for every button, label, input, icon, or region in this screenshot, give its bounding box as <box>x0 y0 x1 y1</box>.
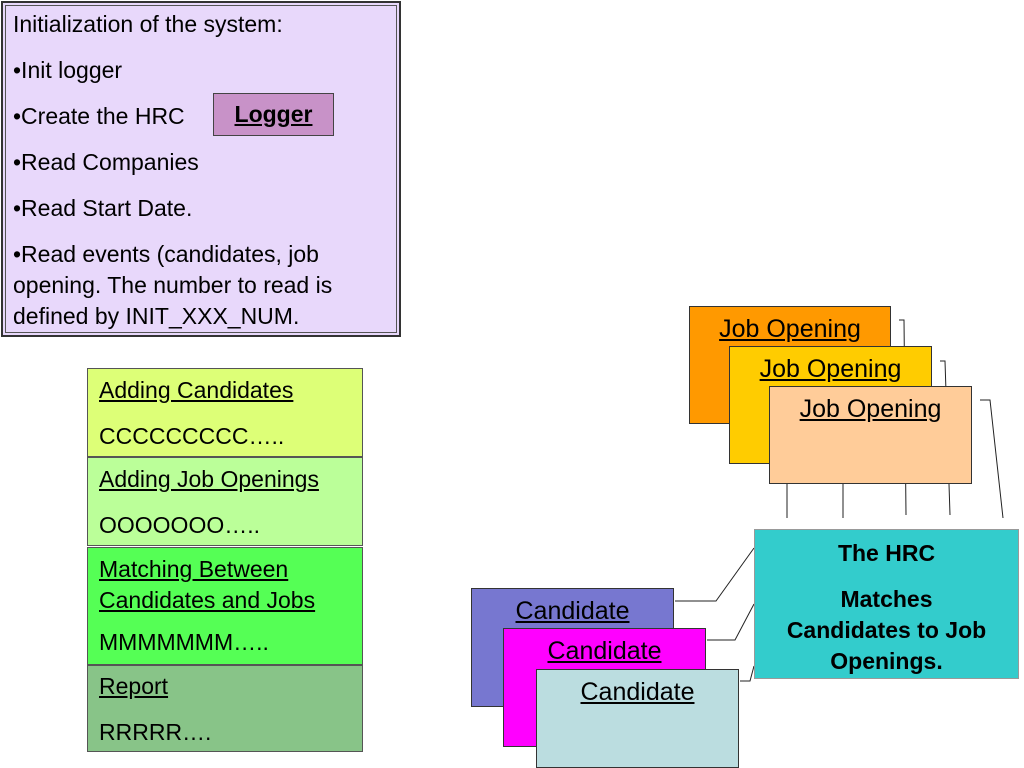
job-opening-label: Job Opening <box>799 395 942 423</box>
job-opening-label: Job Opening <box>719 315 861 343</box>
candidate-connector <box>675 547 755 602</box>
stage-adding-candidates: Adding Candidates CCCCCCCCC….. <box>87 368 363 457</box>
hrc-description-line2: Candidates to Job <box>786 617 987 643</box>
init-item-read-companies: •Read Companies <box>13 149 199 175</box>
job-opening-connector <box>980 399 1004 519</box>
hrc-box: The HRC Matches Candidates to Job Openin… <box>754 529 1019 679</box>
stage-title: Report <box>99 673 169 699</box>
candidate-label: Candidate <box>547 637 662 665</box>
init-item-read-events-line2: opening. The number to read is <box>13 272 333 298</box>
logger-box: Logger <box>213 93 334 136</box>
stage-matching: Matching Between Candidates and Jobs MMM… <box>87 547 363 665</box>
init-item-logger: •Init logger <box>13 57 123 83</box>
init-heading: Initialization of the system: <box>13 11 283 37</box>
hrc-description-line1: Matches <box>840 586 933 612</box>
candidate-label: Candidate <box>515 597 630 625</box>
init-item-read-events-line1: •Read events (candidates, job <box>13 241 319 267</box>
candidate-label: Candidate <box>580 678 695 706</box>
candidate-connector <box>707 603 755 641</box>
stage-code: OOOOOOO….. <box>99 512 261 538</box>
init-item-read-start-date: •Read Start Date. <box>13 195 193 221</box>
stage-title-line2: Candidates and Jobs <box>99 587 316 613</box>
stage-code: CCCCCCCCC….. <box>99 423 285 449</box>
hrc-description-line3: Openings. <box>830 648 943 674</box>
candidate-card: Candidate <box>536 669 739 768</box>
stage-title: Adding Candidates <box>99 377 294 403</box>
candidate-connector <box>740 665 755 682</box>
stage-adding-job-openings: Adding Job Openings OOOOOOO….. <box>87 457 363 546</box>
stage-title-line1: Matching Between <box>99 556 289 582</box>
initialization-panel: Initialization of the system: •Init logg… <box>1 1 401 337</box>
job-opening-card: Job Opening <box>769 386 972 484</box>
stage-report: Report RRRRR…. <box>87 665 363 752</box>
init-item-create-hrc: •Create the HRC <box>13 103 185 129</box>
stage-code: MMMMMMM….. <box>99 629 269 655</box>
stage-title: Adding Job Openings <box>99 466 319 492</box>
init-item-read-events-line3: defined by INIT_XXX_NUM. <box>13 303 300 329</box>
job-opening-label: Job Opening <box>759 355 902 383</box>
hrc-title: The HRC <box>837 540 936 566</box>
stage-code: RRRRR…. <box>99 719 212 745</box>
